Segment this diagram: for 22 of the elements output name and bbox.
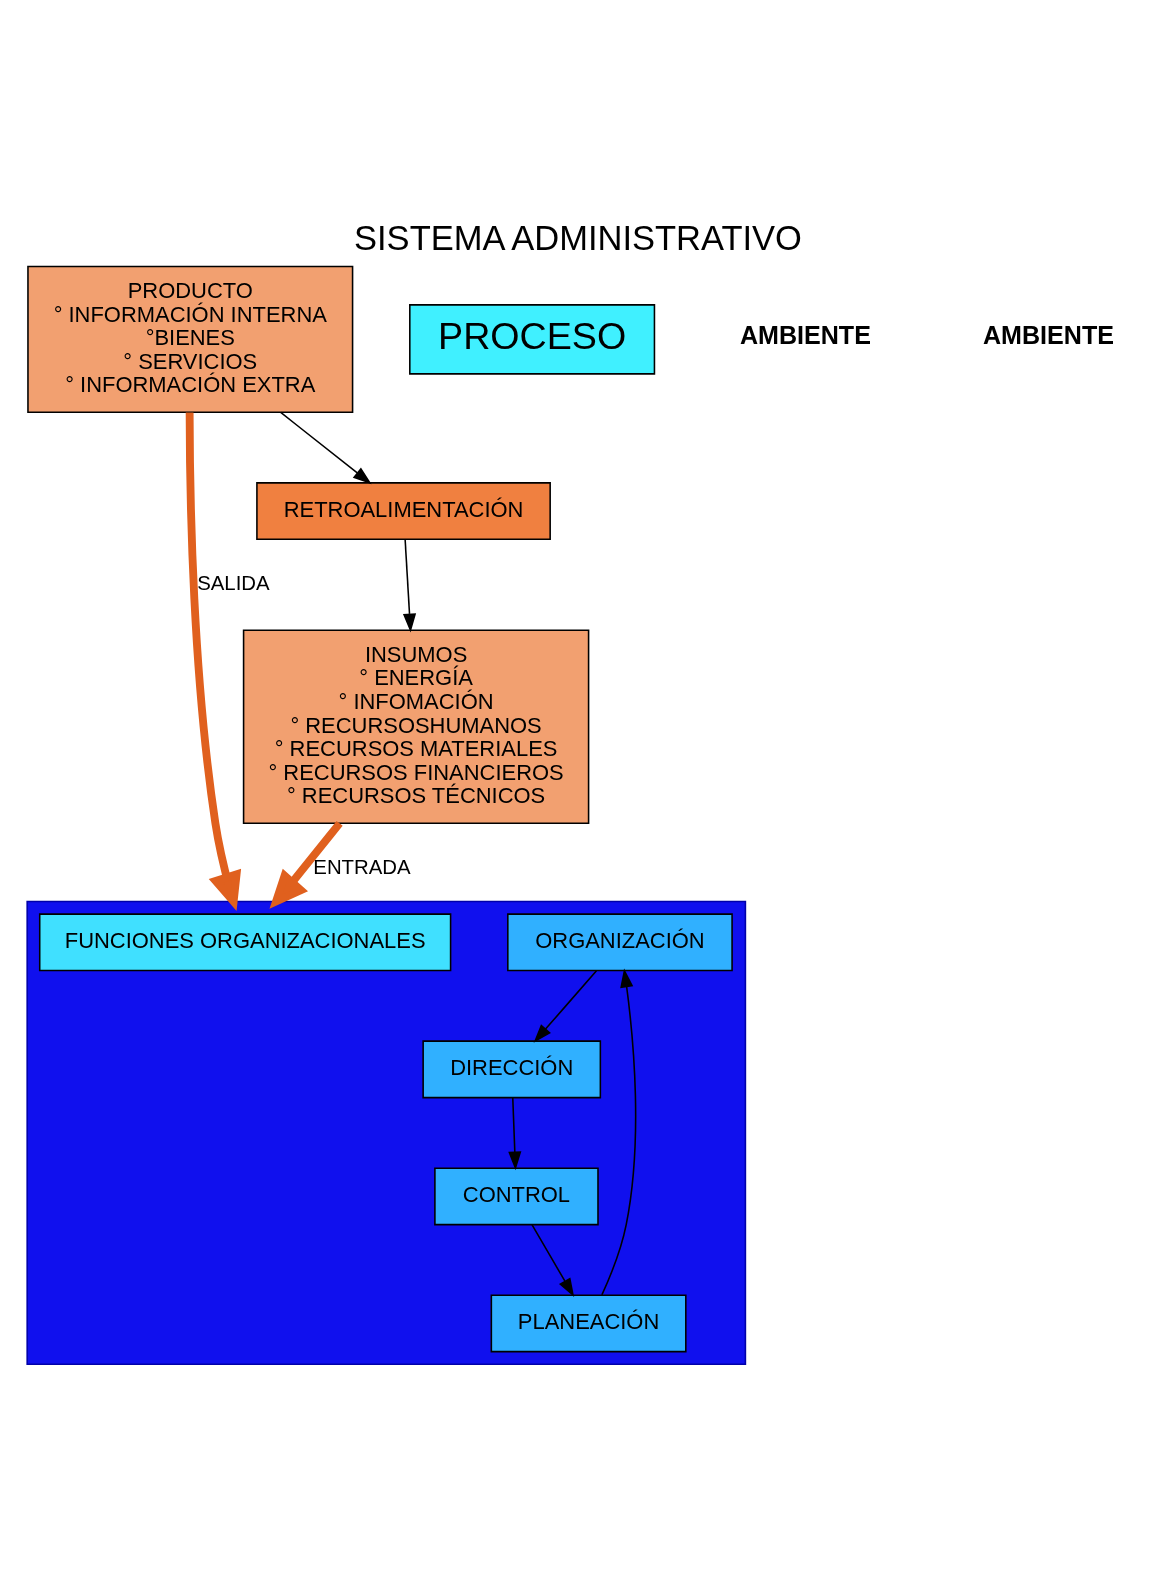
arrow — [508, 1097, 522, 1171]
node-box: INSUMOS ° ENERGÍA ° INFOMACIÓN ° RECURSOSHUMANOS ° RECURSOS MATERIALES ° RECURSOS FINANCIEROS ° RECURSOS TÉCNICOS — [242, 629, 590, 824]
node-box: DIRECCIÓN — [422, 1040, 602, 1099]
edge-label: SALIDA — [197, 572, 270, 595]
node-box: FUNCIONES ORGANIZACIONALES — [38, 913, 452, 972]
cluster — [26, 900, 747, 1365]
arrow — [533, 970, 598, 1043]
diagram-title: SISTEMA ADMINISTRATIVO — [354, 219, 802, 258]
arrow — [531, 1224, 575, 1298]
arrow — [185, 412, 242, 911]
node-box: CONTROL — [434, 1167, 599, 1226]
node-box: ORGANIZACIÓN — [507, 913, 733, 972]
arrow — [601, 968, 637, 1296]
label: AMBIENTE — [739, 320, 871, 349]
edge-label: ENTRADA — [313, 855, 411, 878]
node-box: PLANEACIÓN — [490, 1294, 687, 1353]
arrow — [402, 538, 417, 633]
arrow — [279, 411, 372, 485]
node-box: RETROALIMENTACIÓN — [256, 482, 551, 541]
label: AMBIENTE — [982, 320, 1114, 349]
node-box: PROCESO — [409, 304, 656, 375]
node-box: PRODUCTO ° INFORMACIÓN INTERNA °BIENES ° SERVICIOS ° INFORMACIÓN EXTRA — [27, 265, 354, 414]
